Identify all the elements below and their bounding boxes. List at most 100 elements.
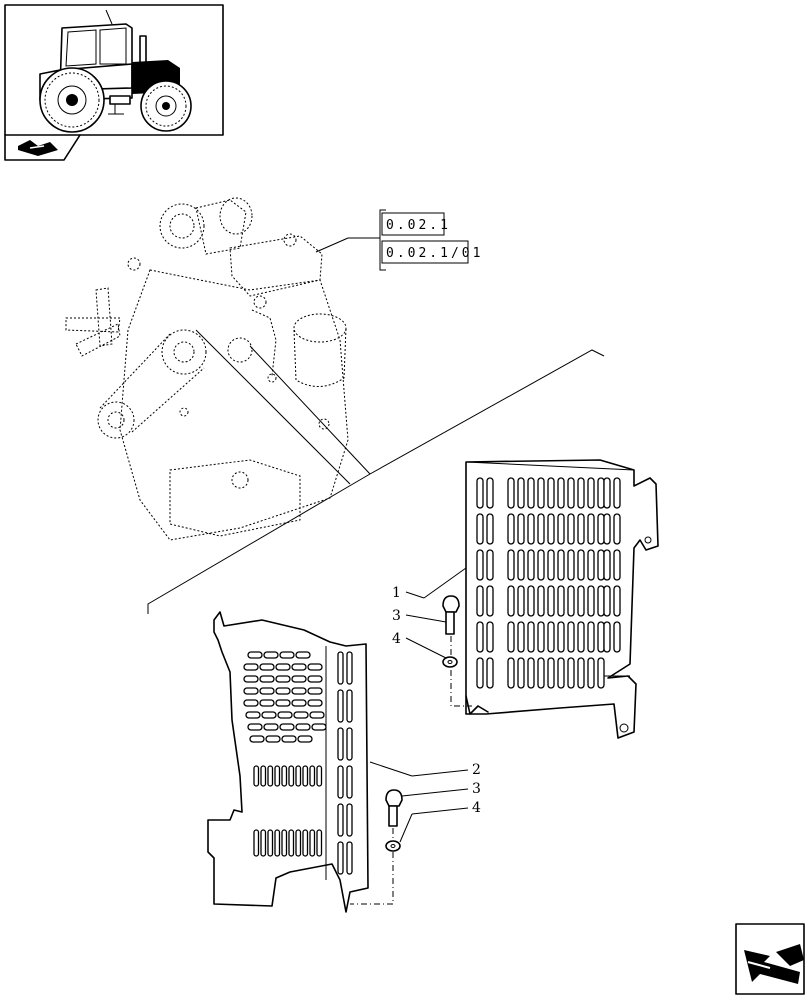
vent-slot [603,621,611,653]
rear-wheel-icon [39,67,105,133]
callout-4-lower[interactable]: 4 [472,800,481,816]
vent-slot [337,727,344,761]
vent-slot [557,585,565,617]
vent-slot [309,765,316,787]
vent-slot [265,735,281,743]
vent-slot [275,687,291,695]
vent-slot [577,477,585,509]
vent-slot [527,621,535,653]
vent-slot [613,585,621,617]
front-wheel-icon [140,80,192,132]
vent-slot [291,663,307,671]
vent-slot [517,585,525,617]
callout-1[interactable]: 1 [392,585,401,601]
vent-slot [295,829,302,857]
vent-slot [577,621,585,653]
vent-slot [517,513,525,545]
vent-slot [261,711,277,719]
vent-slot [577,657,585,689]
callout-3-lower[interactable]: 3 [472,781,481,797]
reference-link-2[interactable]: 0.02.1/01 [386,246,483,261]
vent-slot [307,675,323,683]
vent-slot [557,549,565,581]
vent-slot [527,585,535,617]
vent-slot [527,657,535,689]
vent-slot [486,549,494,581]
vent-slot [547,513,555,545]
vent-slot [346,803,353,837]
vent-slot [613,477,621,509]
vent-slot [547,657,555,689]
vent-slot [274,765,281,787]
callout-3-upper[interactable]: 3 [392,608,401,624]
vent-slot [603,477,611,509]
engine-assembly [65,197,371,541]
vent-slot [486,585,494,617]
vent-slot [337,651,344,685]
vent-slot [537,549,545,581]
vent-slot [291,675,307,683]
vent-slot [295,765,302,787]
vent-slot [293,711,309,719]
vent-slot [275,675,291,683]
vent-slot [337,803,344,837]
vent-slot [517,477,525,509]
vent-slot [476,549,484,581]
vent-slot [260,765,267,787]
vent-slot [259,699,275,707]
vent-slot [577,549,585,581]
vent-slot [557,513,565,545]
vent-slot [275,699,291,707]
lower-shield-slots [243,651,353,875]
vent-slot [587,549,595,581]
callouts-upper: 1 3 4 [392,567,467,659]
vent-slot [527,477,535,509]
vent-slot [613,549,621,581]
vent-slot [486,621,494,653]
callouts-lower: 2 3 4 [369,761,481,843]
vent-slot [249,735,265,743]
vent-slot [281,765,288,787]
section-arrow-icon[interactable] [18,140,58,156]
vent-slot [547,549,555,581]
vent-slot [307,663,323,671]
vent-slot [587,513,595,545]
vent-slot [507,549,515,581]
vent-slot [263,651,279,659]
vent-slot [259,675,275,683]
callout-2[interactable]: 2 [472,762,481,778]
vent-slot [346,727,353,761]
vent-slot [547,477,555,509]
vent-slot [587,585,595,617]
vent-slot [253,829,260,857]
vent-slot [267,829,274,857]
vent-slot [507,513,515,545]
vent-slot [302,829,309,857]
reference-link-1[interactable]: 0.02.1 [386,218,451,233]
vent-slot [557,657,565,689]
vent-slot [279,651,295,659]
vent-slot [597,585,605,617]
vent-slot [597,549,605,581]
vent-slot [245,711,261,719]
vent-slot [263,723,279,731]
vent-slot [337,765,344,799]
callout-4-upper[interactable]: 4 [392,631,401,647]
bolt-lower [385,789,403,827]
vent-slot [587,477,595,509]
vent-slot [346,841,353,875]
vent-slot [243,663,259,671]
vent-slot [587,657,595,689]
vent-slot [476,477,484,509]
vent-slot [253,765,260,787]
reference-box: 0.02.1 0.02.1/01 [315,209,483,271]
tractor-thumbnail[interactable] [4,4,224,161]
upper-heat-shield [465,459,659,739]
vent-slot [337,841,344,875]
next-page-arrow-icon[interactable] [735,923,805,995]
vent-slot [517,621,525,653]
vent-slot [346,689,353,723]
vent-slot [247,651,263,659]
vent-slot [302,765,309,787]
vent-slot [346,651,353,685]
